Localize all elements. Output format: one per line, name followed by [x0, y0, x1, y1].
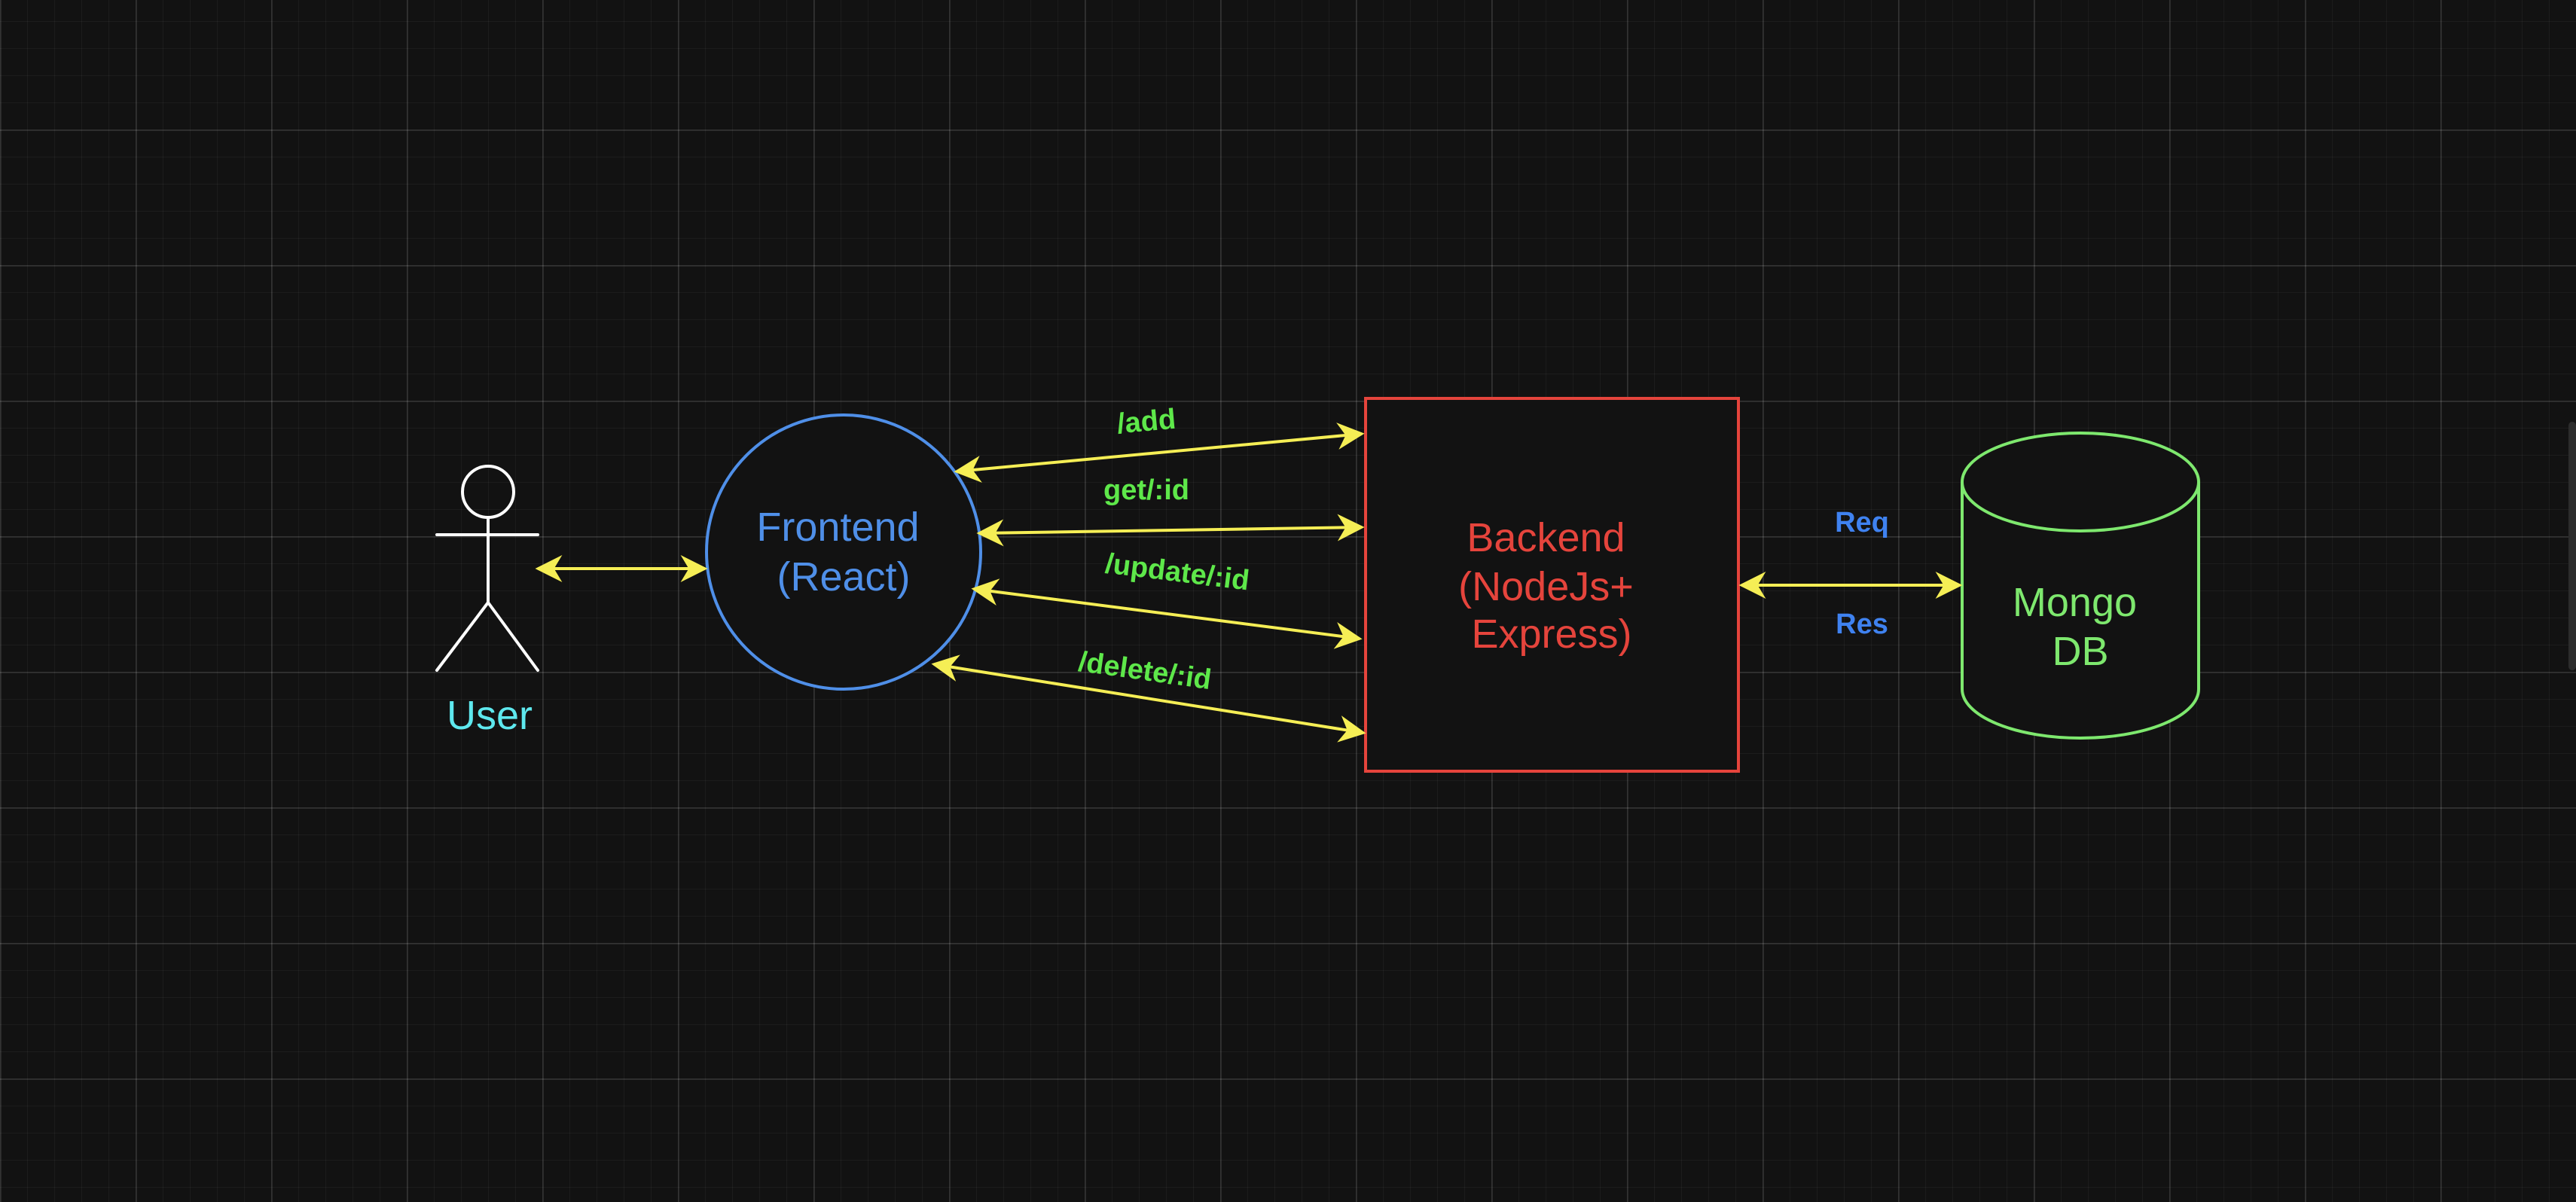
delete-route-label: /delete/:id: [1076, 646, 1213, 696]
update-route-label: /update/:id: [1103, 548, 1251, 596]
get-arrow[interactable]: [976, 514, 1365, 547]
cylinder-top: [1961, 432, 2200, 532]
add-route-label: /add: [1116, 404, 1177, 441]
frontend-circle[interactable]: [705, 413, 982, 691]
database-label-line-2: DB: [2052, 629, 2108, 674]
request-label: Req: [1835, 507, 1889, 538]
cylinder-body: [1961, 482, 2200, 740]
backend-label-line-2: (NodeJs+: [1458, 564, 1634, 609]
frontend-label-line-1: Frontend: [756, 505, 919, 550]
backend-label-line-3: Express): [1471, 612, 1631, 657]
frontend-label: Frontend (React): [756, 505, 930, 599]
response-label: Res: [1836, 609, 1888, 640]
database-cylinder[interactable]: [1961, 432, 2200, 740]
actor-right-leg: [487, 601, 539, 672]
database-label: Mongo DB: [2013, 580, 2148, 674]
add-arrow[interactable]: [954, 423, 1365, 483]
vertical-scrollbar[interactable]: [2568, 422, 2576, 670]
actor-head: [461, 465, 515, 519]
frontend-label-line-2: (React): [777, 554, 910, 599]
get-route-label: get/:id: [1103, 474, 1189, 506]
backend-label: Backend (NodeJs+ Express): [1458, 515, 1645, 657]
database-label-line-1: Mongo: [2013, 580, 2137, 625]
user-actor[interactable]: [435, 465, 539, 672]
backend-box[interactable]: [1364, 397, 1740, 773]
delete-arrow[interactable]: [931, 654, 1366, 743]
actor-left-leg: [435, 601, 490, 672]
update-arrow[interactable]: [971, 578, 1363, 649]
user-label: User: [447, 693, 533, 738]
backend-label-line-1: Backend: [1467, 515, 1625, 560]
